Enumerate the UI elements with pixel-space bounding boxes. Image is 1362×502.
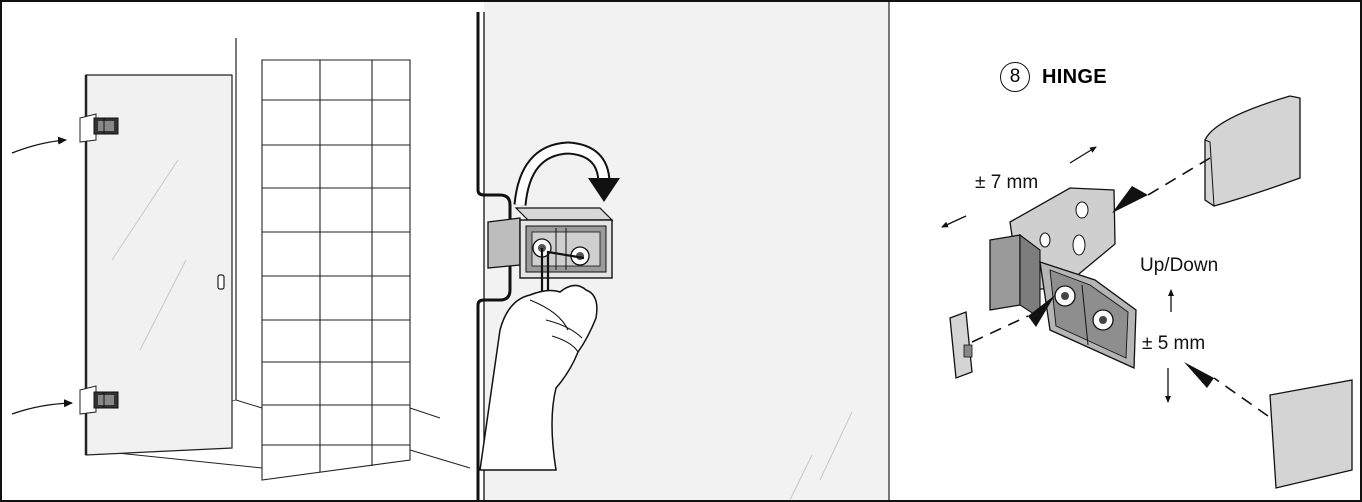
floor-corner-line [236,400,262,408]
step-number-badge: 8 [1000,62,1030,92]
hinge-detail [942,96,1352,488]
lateral-arrow-left [942,216,966,227]
cover-plate-top [1205,96,1300,206]
lateral-adjustment-label: ± 7 mm [975,172,1038,194]
assembly-line-left [972,316,1028,342]
adjustment-close-up [478,2,889,500]
lateral-arrow-right [1070,147,1096,163]
bottom-hinge-arrow [12,403,72,414]
tile-wall [262,60,410,480]
assembly-line-top [1148,158,1210,195]
top-hinge-arrow [12,140,66,153]
door-handle [218,275,224,289]
step-title: HINGE [1042,66,1107,89]
vertical-adjustment-label: ± 5 mm [1142,333,1205,355]
updown-label: Up/Down [1140,255,1218,277]
shower-door-scene [12,38,470,480]
hinge-block [990,235,1020,310]
cover-plate-bottom [1270,380,1352,488]
step-heading: 8 HINGE [1000,62,1107,92]
assembly-line-bottom [1214,378,1268,416]
